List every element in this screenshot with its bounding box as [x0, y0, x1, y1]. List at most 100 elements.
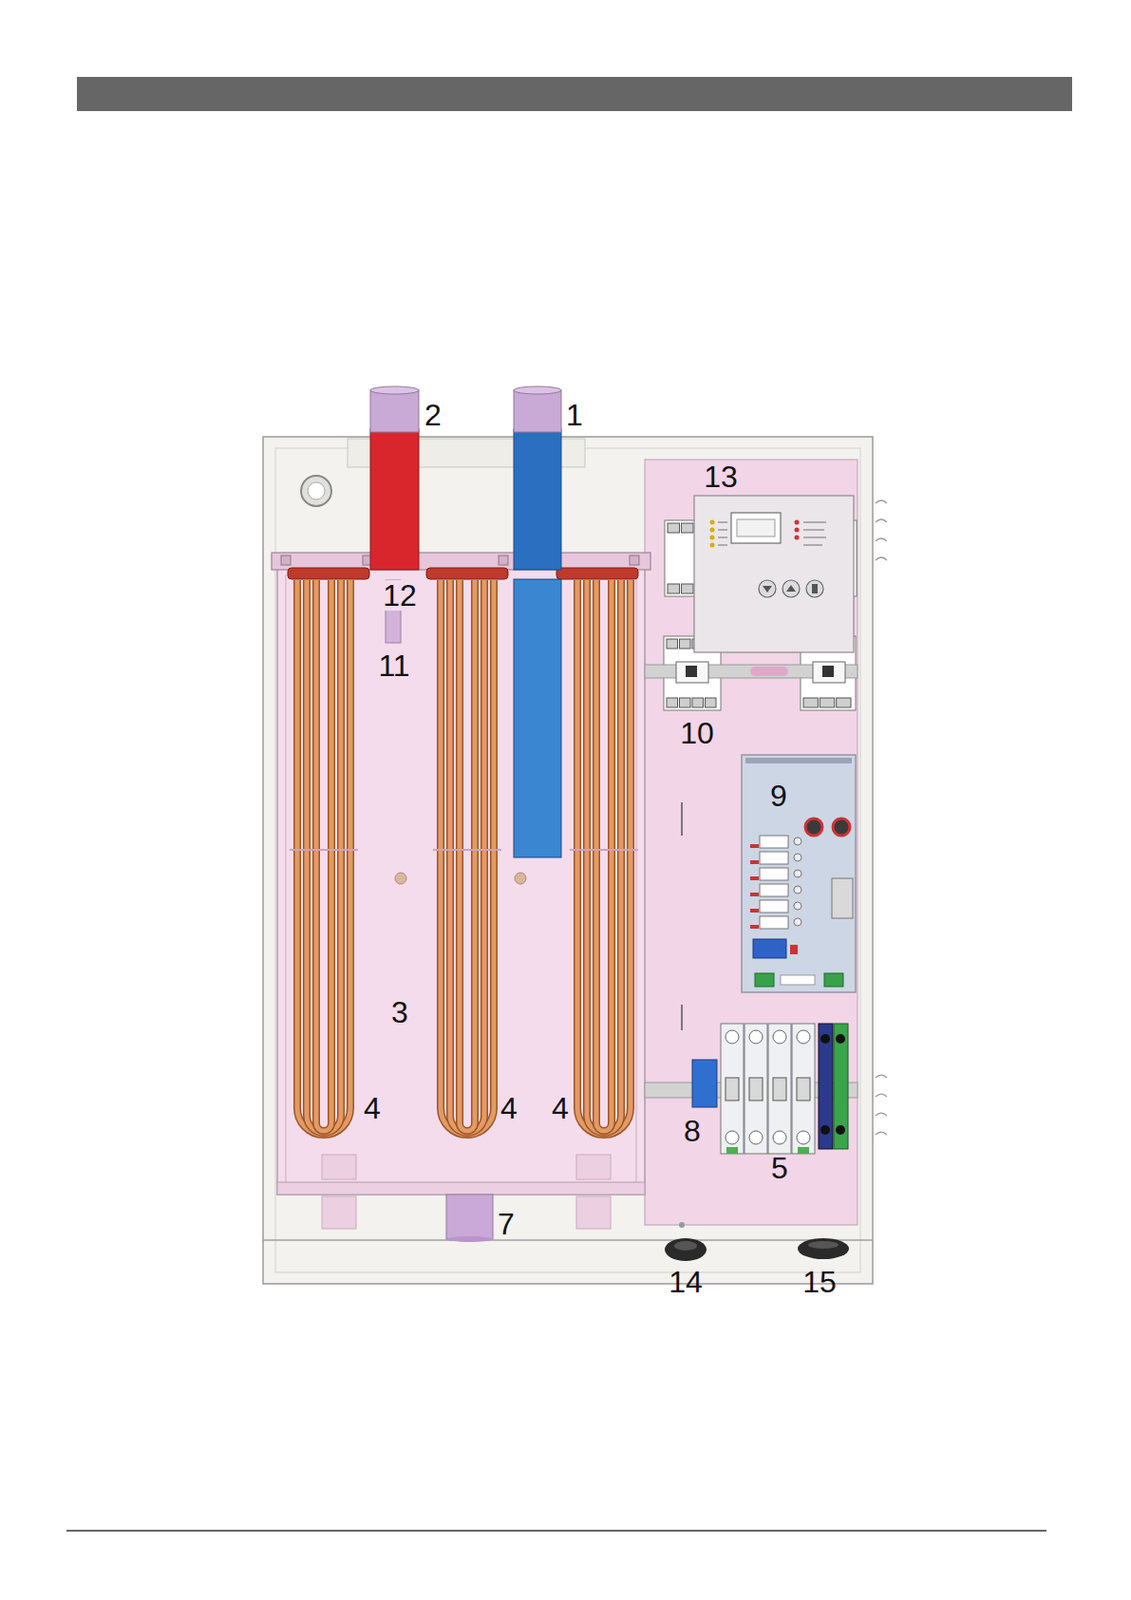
drawing-part — [749, 1077, 763, 1101]
drawing-part — [803, 528, 825, 531]
screw-holes — [301, 475, 684, 507]
control-board — [741, 754, 856, 993]
callout-number: 2 — [423, 399, 443, 431]
drawing-part — [824, 973, 844, 987]
drawing-part — [710, 520, 716, 548]
element-heads — [287, 567, 639, 580]
callout-number: 4 — [499, 1093, 519, 1124]
drawing-part — [710, 527, 716, 533]
callout-number: 12 — [381, 580, 418, 611]
drawing-part — [805, 818, 823, 836]
circuit-breakers — [720, 1023, 815, 1154]
drawing-part — [681, 584, 695, 594]
drawing-part — [759, 835, 789, 849]
drawing-part — [596, 580, 612, 1131]
callout-number: 1 — [565, 399, 585, 431]
drawing-part — [803, 697, 818, 708]
drawing-part — [772, 1030, 787, 1044]
callout-number: 10 — [678, 717, 716, 749]
drawing-part — [745, 757, 852, 764]
callout-number: 14 — [667, 1266, 704, 1298]
drawing-part — [758, 580, 824, 598]
drawing-part — [676, 661, 709, 683]
callout-number: 3 — [390, 997, 410, 1028]
drawing-part — [629, 555, 640, 566]
drawing-part — [666, 639, 679, 649]
tank-foot — [576, 1196, 611, 1229]
drawing-part — [717, 521, 728, 524]
drawing-part — [586, 580, 622, 1133]
drawing-part — [759, 851, 789, 865]
drawing-part — [596, 580, 612, 1131]
drawing-part — [786, 584, 796, 592]
drawing-part — [759, 884, 789, 897]
controller — [694, 495, 854, 653]
drawing-part — [289, 848, 359, 851]
cable-gland — [664, 1238, 707, 1262]
drawing-part — [754, 973, 774, 987]
drawing-part — [577, 580, 631, 1135]
drawing-part — [459, 580, 475, 1131]
drawing-part — [759, 916, 789, 929]
drawing-part — [316, 580, 332, 1131]
top-flange — [271, 552, 651, 570]
drawing-part — [835, 1034, 846, 1044]
terminal-block — [833, 1023, 849, 1150]
drawing-part — [820, 1034, 830, 1044]
drawing-part — [875, 1093, 887, 1097]
drawing-part — [791, 1023, 815, 1154]
outlet-pipe — [370, 386, 419, 570]
drawing-part — [780, 975, 815, 985]
drawing-part — [782, 580, 800, 598]
drawing-part — [569, 848, 639, 851]
drawing-part — [793, 837, 802, 846]
drawing-part — [736, 519, 775, 537]
drawing-part — [811, 584, 818, 594]
drawing-part — [759, 900, 789, 913]
drawing-part — [370, 429, 419, 570]
drawing-part — [875, 1131, 887, 1135]
heating-elements — [289, 580, 639, 1135]
drawing-part — [797, 1238, 849, 1260]
drawing-part — [679, 697, 692, 708]
drawing-part — [822, 665, 834, 678]
drawing-part — [796, 1131, 811, 1145]
callout-number: 4 — [550, 1093, 570, 1124]
drawing-part — [772, 1131, 787, 1145]
drawing-part — [797, 1147, 810, 1154]
callout-number: 9 — [769, 780, 789, 811]
drawing-part — [793, 885, 802, 894]
drawing-part — [803, 536, 827, 539]
drawing-part — [725, 1030, 739, 1044]
drawing-part — [281, 555, 291, 566]
drawing-part — [819, 697, 834, 708]
bottom-strip — [263, 1239, 873, 1242]
cabinet-inner — [275, 448, 861, 1273]
drawing-part — [287, 567, 370, 580]
drawing-part — [577, 580, 631, 1135]
drawing-part — [875, 1074, 887, 1078]
header-bar — [76, 76, 1073, 112]
drawing-part — [835, 1125, 846, 1135]
drawing-part — [726, 1147, 738, 1154]
drawing-part — [836, 697, 851, 708]
drawing-part — [772, 1077, 787, 1101]
drawing-part — [635, 574, 638, 1183]
drawing-part — [741, 754, 856, 993]
callout-number: 15 — [801, 1266, 838, 1298]
callout-number: 13 — [702, 461, 739, 492]
tank-base — [277, 1182, 645, 1195]
drawing-part — [762, 584, 818, 594]
drawing-part — [513, 390, 562, 433]
footer-line — [66, 1529, 1047, 1532]
drawing-part — [667, 523, 680, 533]
drawing-part — [793, 918, 802, 926]
drawing-part — [717, 536, 728, 539]
drawing-part — [370, 390, 419, 433]
drawing-part — [576, 1154, 611, 1180]
drawing-part — [875, 500, 887, 504]
rail-slot — [750, 666, 789, 677]
drawing-part — [796, 1077, 811, 1101]
drawing-part — [793, 853, 802, 862]
